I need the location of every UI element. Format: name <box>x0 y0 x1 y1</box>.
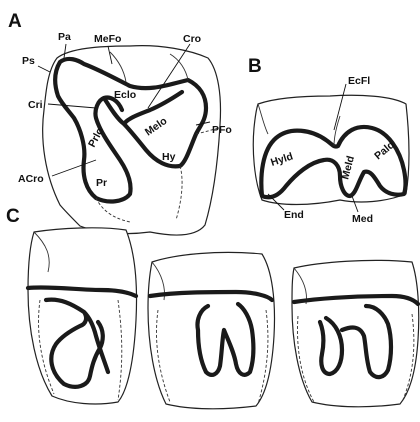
label-cri: Cri <box>28 99 43 111</box>
label-pa: Pa <box>58 31 71 43</box>
panel-c: C <box>6 206 419 409</box>
label-pr: Pr <box>96 177 107 189</box>
label-cro: Cro <box>183 33 201 45</box>
panel-c-letter: C <box>6 206 20 227</box>
panel-b: B EcFl Hyld Meld Pald End Med <box>248 56 409 225</box>
panel-a: A Pa MeFo Cro Ps Eclo Cri Melo PFo Prlo … <box>8 11 232 235</box>
label-pfo: PFo <box>212 124 232 136</box>
panel-c-tooth-2 <box>148 252 275 408</box>
label-eclo: Eclo <box>114 89 136 101</box>
label-end: End <box>284 209 304 221</box>
label-ecfl: EcFl <box>348 75 370 87</box>
label-ps: Ps <box>22 55 35 67</box>
panel-b-letter: B <box>248 56 262 77</box>
label-hy: Hy <box>162 151 176 163</box>
panel-c-tooth-2-outline <box>148 252 275 408</box>
label-acro: ACro <box>18 173 44 185</box>
panel-a-leader-ps <box>38 66 50 72</box>
label-med: Med <box>352 213 373 225</box>
panel-c-tooth-3-outline <box>292 260 419 406</box>
label-mefo: MeFo <box>94 33 121 45</box>
panel-a-letter: A <box>8 11 22 32</box>
panel-c-tooth-1 <box>28 228 137 404</box>
panel-c-tooth-3 <box>292 260 419 406</box>
